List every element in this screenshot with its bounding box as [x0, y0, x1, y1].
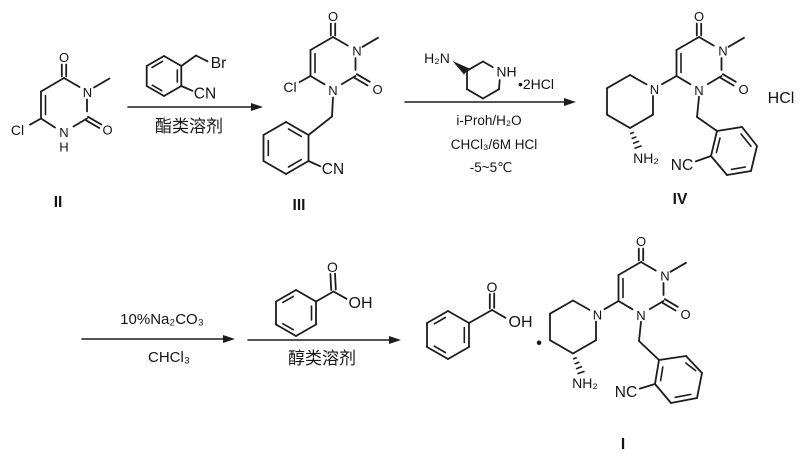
compound-iii-label: III: [293, 197, 306, 214]
stereo-wedge-bond: [452, 61, 470, 75]
iii-cl-atom: Cl: [283, 79, 296, 95]
step2-condition-1: i-Proh/H₂O: [456, 113, 521, 128]
compound-i-structure: O OH • N NH₂: [426, 234, 703, 453]
iv-npip-atom: N: [650, 82, 659, 97]
i-o4-atom: O: [636, 234, 646, 249]
compound-ii-label: II: [54, 194, 63, 211]
step4-solvent-text: 醇类溶剂: [288, 349, 356, 368]
reaction-arrow-1: 酯类溶剂: [127, 103, 263, 136]
iv-n3-atom: N: [718, 44, 727, 59]
iv-o2-atom: O: [738, 82, 748, 97]
reagent-benzoic-acid-structure: O OH: [275, 259, 373, 337]
reagent-bromomethyl-benzonitrile-structure: Br CN: [145, 54, 227, 103]
bromide-br-atom: Br: [211, 55, 227, 72]
ii-h1-atom: H: [59, 140, 68, 155]
iv-hcl-text: HCl: [768, 90, 795, 107]
i-n3-atom: N: [660, 269, 669, 284]
benzoic-oh-atom: OH: [349, 295, 373, 312]
reaction-arrow-3: 10%Na₂CO₃ CHCl₃: [81, 311, 235, 366]
ii-cl-atom: Cl: [11, 122, 24, 138]
aminopiperidine-h2n-atom: H₂N: [424, 50, 450, 66]
iii-n3-atom: N: [352, 44, 361, 59]
iv-o4-atom: O: [694, 9, 704, 24]
ii-n3-atom: N: [83, 85, 92, 100]
step3-reagent-text: 10%Na₂CO₃: [120, 311, 204, 328]
iv-nc-atom: NC: [671, 157, 693, 174]
arrow-2-head: [564, 98, 576, 106]
iii-o2-atom: O: [372, 82, 382, 97]
reagent-aminopiperidine-structure: H₂N NH •2HCl: [424, 50, 554, 100]
iv-n1-atom: N: [694, 83, 703, 98]
ii-o2-atom: O: [102, 123, 112, 138]
arrow-4-head: [389, 336, 401, 344]
compound-ii-structure: O N O N H Cl II: [11, 50, 113, 211]
ii-o4-atom: O: [59, 50, 69, 65]
i-n1-atom: N: [636, 308, 645, 323]
i-nc-atom: NC: [615, 384, 637, 401]
iii-n1-atom: N: [328, 83, 337, 98]
aminopiperidine-salt-text: •2HCl: [518, 76, 554, 92]
arrow-1-head: [251, 103, 263, 111]
i-o2-atom: O: [680, 307, 690, 322]
arrow-3-head: [223, 335, 235, 343]
i-acid-oh-atom: OH: [509, 314, 533, 331]
step1-solvent-text: 酯类溶剂: [155, 117, 223, 136]
i-npip-atom: N: [593, 308, 602, 323]
iii-cn-atom: CN: [322, 161, 344, 178]
aminopiperidine-nh-atom: NH: [496, 64, 516, 80]
benzoic-o-atom: O: [327, 259, 338, 275]
step2-condition-2: CHCl₃/6M HCl: [451, 137, 538, 152]
i-acid-o-atom: O: [487, 279, 498, 295]
reaction-arrow-2: i-Proh/H₂O CHCl₃/6M HCl -5~5℃: [404, 98, 576, 175]
compound-i-label: I: [621, 436, 625, 453]
compound-iv-structure: O N O N N NH₂ NC HCl IV: [606, 9, 795, 208]
step2-condition-3: -5~5℃: [470, 160, 513, 175]
step3-solvent-text: CHCl₃: [148, 349, 190, 366]
ii-n1-atom: N: [59, 125, 68, 140]
salt-dot: •: [536, 335, 542, 352]
reaction-arrow-4: 醇类溶剂: [247, 336, 401, 368]
iii-o4-atom: O: [328, 9, 338, 24]
compound-iii-structure: O N O N Cl CN III: [262, 9, 383, 214]
bromide-cn-atom: CN: [194, 86, 216, 103]
i-nh2-atom: NH₂: [572, 375, 598, 391]
iv-nh2-atom: NH₂: [633, 150, 659, 166]
compound-iv-label: IV: [673, 191, 688, 208]
